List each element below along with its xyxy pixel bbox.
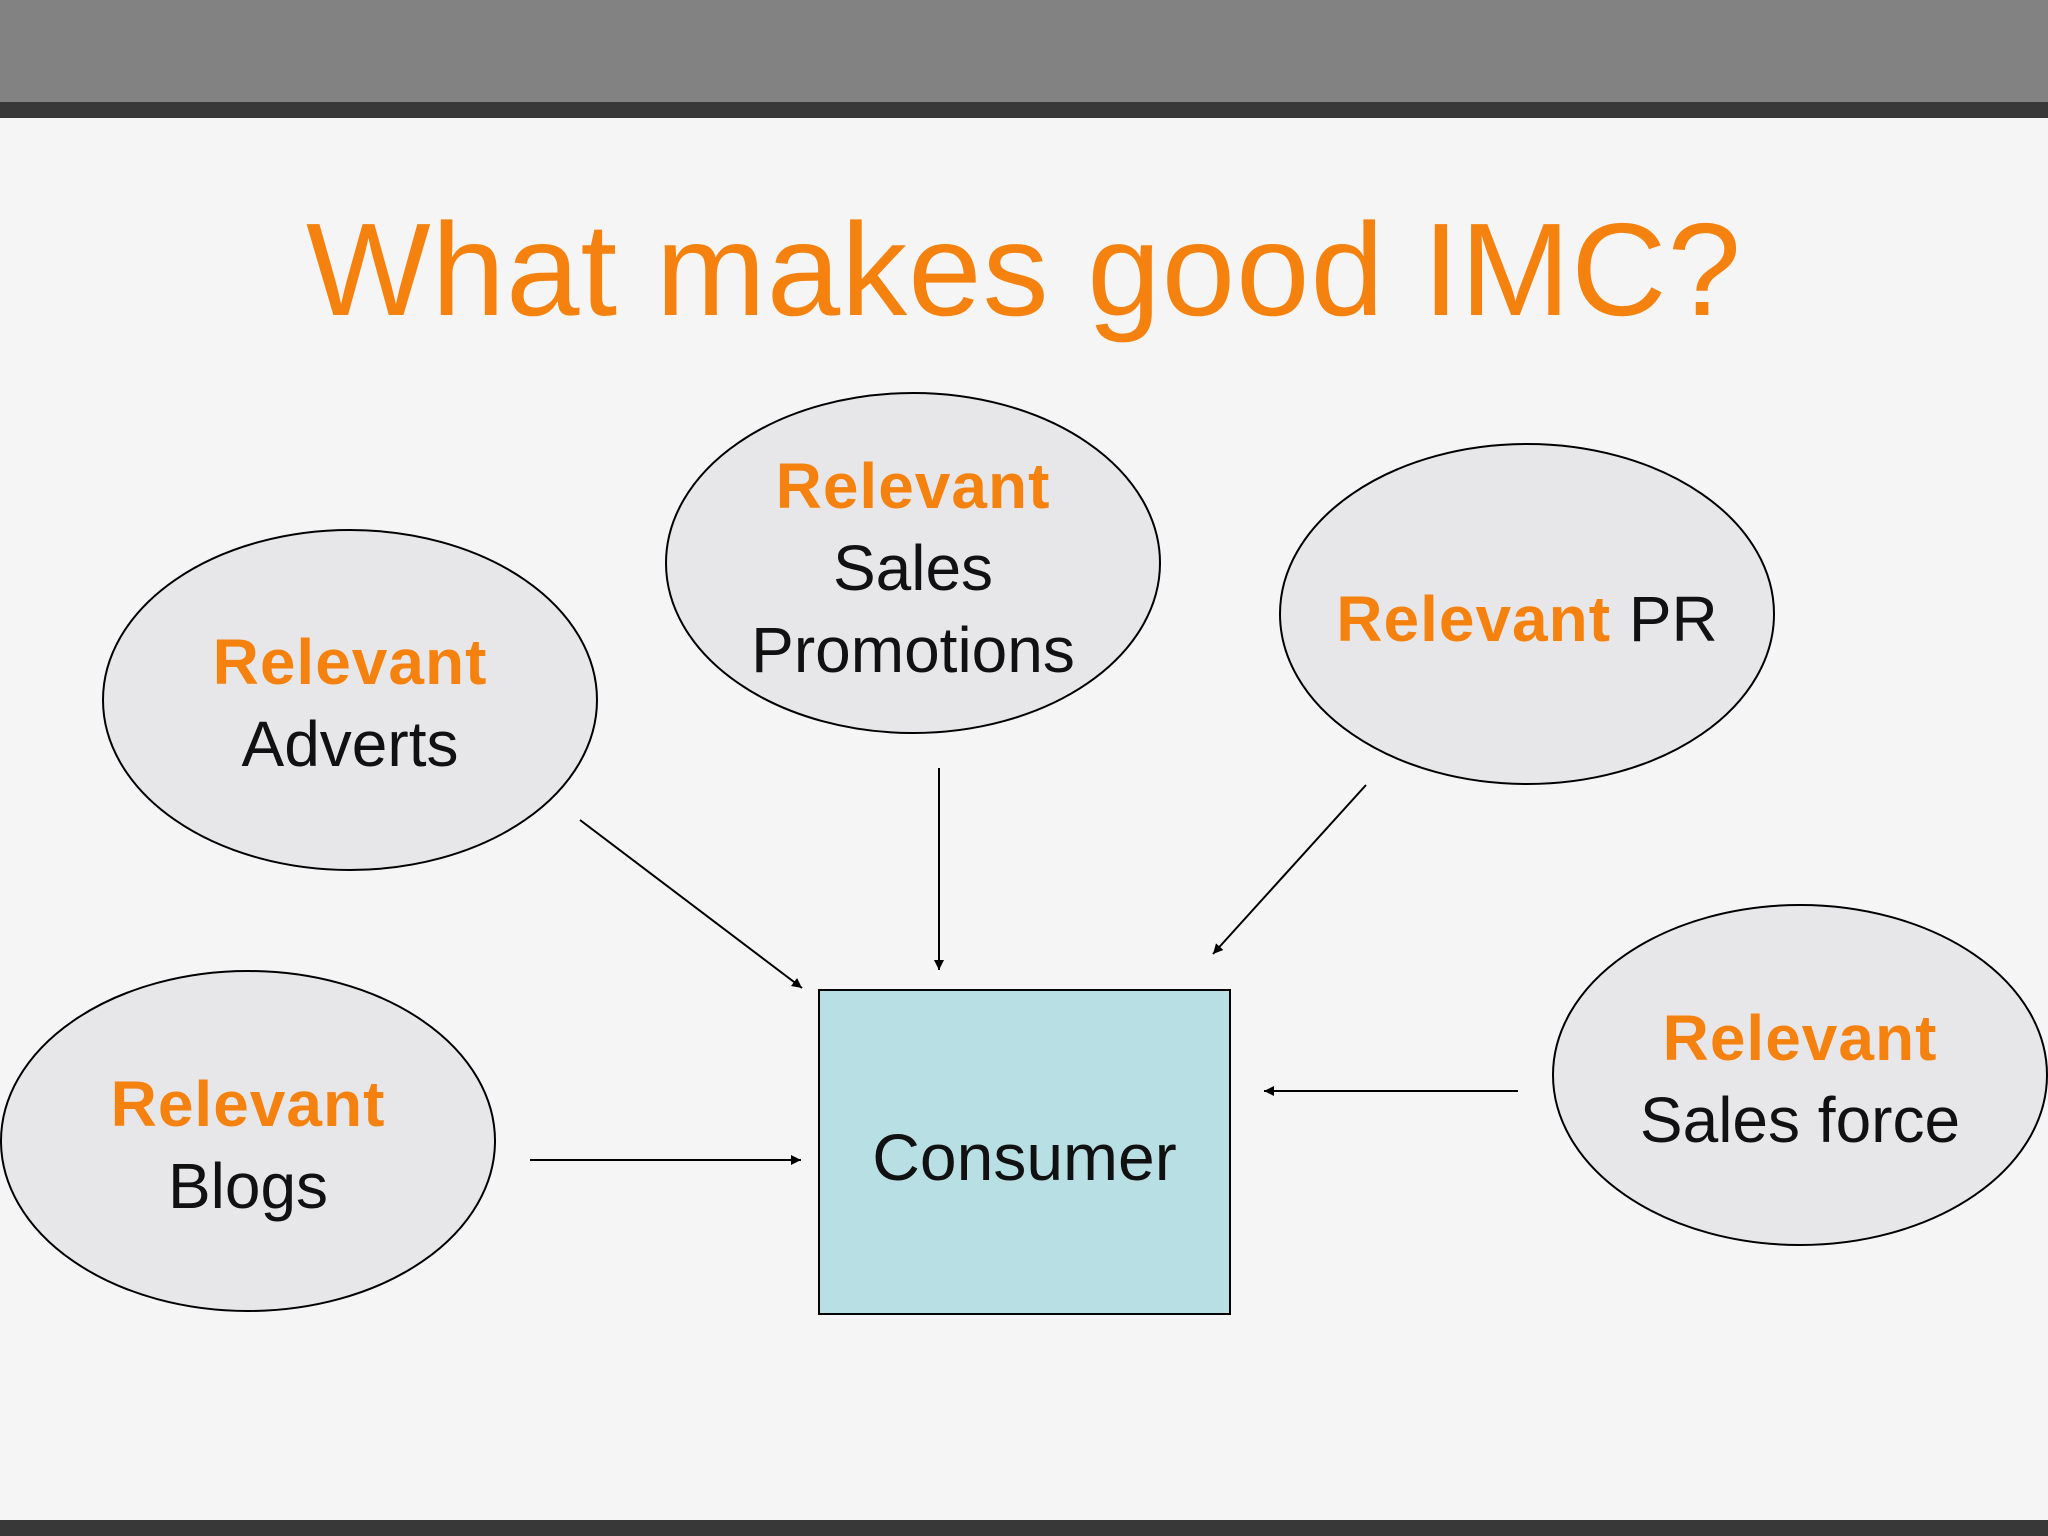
ellipse-blogs [0, 970, 496, 1312]
ellipse-sales-force [1552, 904, 2048, 1246]
node-sales-force-label: Sales force [1639, 1084, 1961, 1156]
consumer-label: Consumer [872, 1120, 1177, 1194]
node-pr: Relevant PR [1280, 578, 1774, 660]
header-rule [0, 102, 2048, 118]
slide-title: What makes good IMC? [306, 196, 1742, 343]
arrow-adverts [579, 819, 803, 989]
node-pr-accent: Relevant [1336, 583, 1612, 655]
node-sales-force-accent: Relevant [1662, 1002, 1938, 1074]
node-sales-promotions: Relevant Sales Promotions [666, 445, 1160, 691]
node-sales-promotions-accent: Relevant [775, 450, 1051, 522]
node-sales-promotions-label-line1: Sales [832, 532, 994, 604]
node-sales-promotions-label-line2: Promotions [751, 614, 1075, 686]
node-blogs-accent: Relevant [110, 1068, 386, 1140]
node-adverts-accent: Relevant [212, 626, 488, 698]
node-sales-force: Relevant Sales force [1553, 997, 2047, 1161]
node-blogs-label: Blogs [167, 1150, 329, 1222]
consumer-box [818, 989, 1231, 1315]
header-band [0, 0, 2048, 102]
arrow-pr [1212, 784, 1367, 955]
node-pr-label: PR [1628, 583, 1718, 655]
node-blogs: Relevant Blogs [1, 1063, 495, 1227]
ellipse-sales-promotions [665, 392, 1161, 734]
footer-rule [0, 1520, 2048, 1536]
ellipse-pr [1279, 443, 1775, 785]
node-adverts-label: Adverts [241, 708, 459, 780]
ellipse-adverts [102, 529, 598, 871]
node-adverts: Relevant Adverts [103, 621, 597, 785]
